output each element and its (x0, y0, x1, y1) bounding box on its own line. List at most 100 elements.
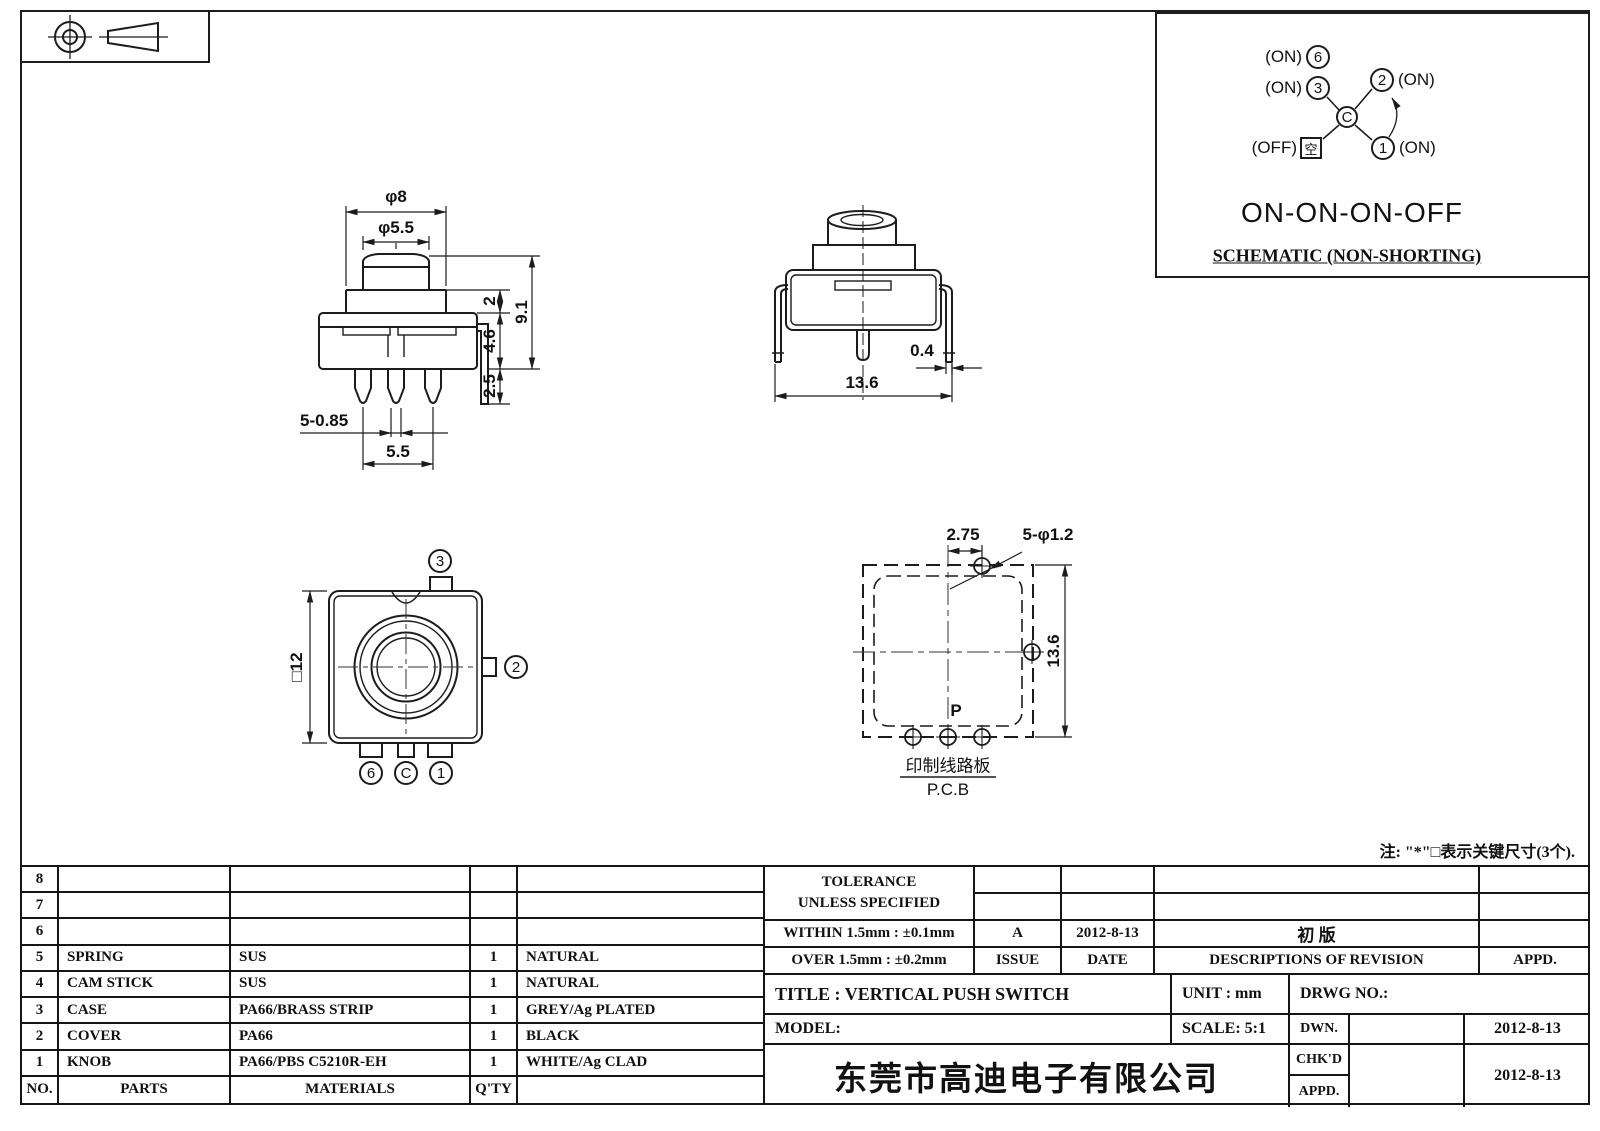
terminal-3: 3 (1306, 76, 1330, 100)
row-no: 7 (22, 893, 59, 920)
row-finish: WHITE/Ag CLAD (518, 1051, 763, 1077)
row-finish: NATURAL (518, 972, 763, 999)
pin-2-callout: 2 (504, 655, 528, 679)
tolerance-line2: UNLESS SPECIFIED (797, 895, 941, 911)
schematic-state-label: (ON) (1399, 138, 1436, 157)
row-material: SUS (231, 945, 471, 972)
schematic-state-label: (ON) (1265, 47, 1302, 66)
dim-hole-offset: 2.75 (946, 525, 980, 544)
top-view-dimensions (302, 590, 327, 744)
row-material: PA66 (231, 1024, 471, 1051)
issue-label: ISSUE (975, 948, 1062, 975)
pin-1-label: 1 (436, 764, 446, 782)
empty-cell (1155, 867, 1480, 894)
empty-cell (1155, 894, 1480, 921)
dim-dia8: φ8 (385, 187, 407, 206)
row-finish (518, 919, 763, 946)
schematic-box (1155, 12, 1590, 278)
side-view-dimensions (774, 205, 982, 402)
top-view-centerlines (338, 599, 474, 736)
unit-label: UNIT : mm (1172, 975, 1290, 1015)
row-finish: NATURAL (518, 946, 763, 972)
dim-collar-height: 2 (480, 296, 499, 306)
dim-lead-spec: 5-0.85 (300, 411, 349, 430)
pcb-p-label: P (950, 701, 962, 720)
dim-pcb-height: 13.6 (1044, 634, 1063, 668)
terminal-empty-label: 空 (1304, 141, 1318, 157)
terminal-6-label: 6 (1313, 48, 1323, 66)
pcb-label-cn: 印制线路板 (905, 756, 991, 776)
terminal-3-label: 3 (1313, 79, 1323, 97)
pin-6-callout: 6 (359, 761, 383, 785)
empty-cell (1062, 894, 1155, 921)
schematic-subtitle: SCHEMATIC (NON-SHORTING) (1212, 245, 1482, 266)
row-qty (471, 867, 518, 894)
pin-c-callout: C (394, 761, 418, 785)
drwg-no-label: DRWG NO.: (1290, 975, 1590, 1015)
row-material (231, 893, 471, 920)
title-block: TOLERANCE UNLESS SPECIFIED WITHIN 1.5mm … (765, 865, 1590, 1107)
terminal-2: 2 (1370, 68, 1394, 92)
row-part: CAM STICK (59, 971, 231, 999)
dim-body-width: 13.6 (845, 373, 879, 392)
dwn-signature (1350, 1015, 1465, 1045)
pin-3-label: 3 (435, 552, 445, 570)
row-qty: 1 (471, 1050, 518, 1077)
row-qty: 1 (471, 998, 518, 1025)
pin-1-callout: 1 (429, 761, 453, 785)
row-material (231, 919, 471, 946)
dwn-label: DWN. (1290, 1015, 1350, 1045)
dim-lead-pitch: 5.5 (386, 442, 410, 461)
row-finish (518, 867, 763, 894)
dwn-date: 2012-8-13 (1465, 1015, 1590, 1045)
terminal-common-label: C (1341, 108, 1353, 126)
row-material: PA66/BRASS STRIP (231, 998, 471, 1025)
dim-dia55: φ5.5 (378, 218, 414, 237)
header-qty: Q'TY (471, 1076, 518, 1103)
schematic-lines (1322, 88, 1401, 141)
header-no: NO. (22, 1076, 59, 1103)
tolerance-line1: TOLERANCE (821, 874, 917, 890)
terminal-6: 6 (1306, 45, 1330, 69)
row-material: SUS (231, 971, 471, 999)
schematic-state-label: (OFF) (1251, 138, 1297, 157)
front-view-dimensions (300, 206, 540, 470)
row-no: 2 (22, 1024, 59, 1051)
empty-cell (1480, 867, 1590, 894)
row-material (231, 867, 471, 894)
row-part: COVER (59, 1024, 231, 1051)
model-label: MODEL: (765, 1015, 1172, 1045)
empty-cell (1480, 921, 1590, 948)
terminal-1: 1 (1371, 136, 1395, 160)
row-part: CASE (59, 998, 231, 1025)
schematic-state-label: (ON) (1398, 70, 1435, 89)
chkd-date: 2012-8-13 (1494, 1067, 1561, 1084)
row-no: 4 (22, 971, 59, 999)
row-qty (471, 919, 518, 946)
issue-date-value: 2012-8-13 (1062, 921, 1155, 948)
front-view-outline (318, 253, 489, 405)
row-no: 5 (22, 945, 59, 972)
terminal-common: C (1336, 106, 1358, 128)
first-angle-projection-icon (48, 15, 168, 59)
pcb-label-en: P.C.B (926, 780, 970, 799)
projection-symbol-box (20, 10, 210, 63)
row-qty (471, 893, 518, 920)
dim-square-size: □12 (287, 652, 306, 682)
pcb-centerlines (853, 545, 1043, 748)
row-qty: 1 (471, 945, 518, 972)
dim-case-height: 4.6 (480, 329, 499, 353)
pin-3-callout: 3 (428, 549, 452, 573)
chkd-label: CHK'D (1290, 1045, 1350, 1076)
row-material: PA66/PBS C5210R-EH (231, 1050, 471, 1077)
empty-cell (975, 867, 1062, 894)
switch-function-title: ON-ON-ON-OFF (1241, 197, 1463, 228)
pcb-dimensions (900, 545, 1072, 778)
chkd-signature (1350, 1045, 1465, 1107)
row-part: SPRING (59, 945, 231, 972)
row-no: 6 (22, 919, 59, 946)
row-finish (518, 893, 763, 920)
row-part (59, 893, 231, 920)
